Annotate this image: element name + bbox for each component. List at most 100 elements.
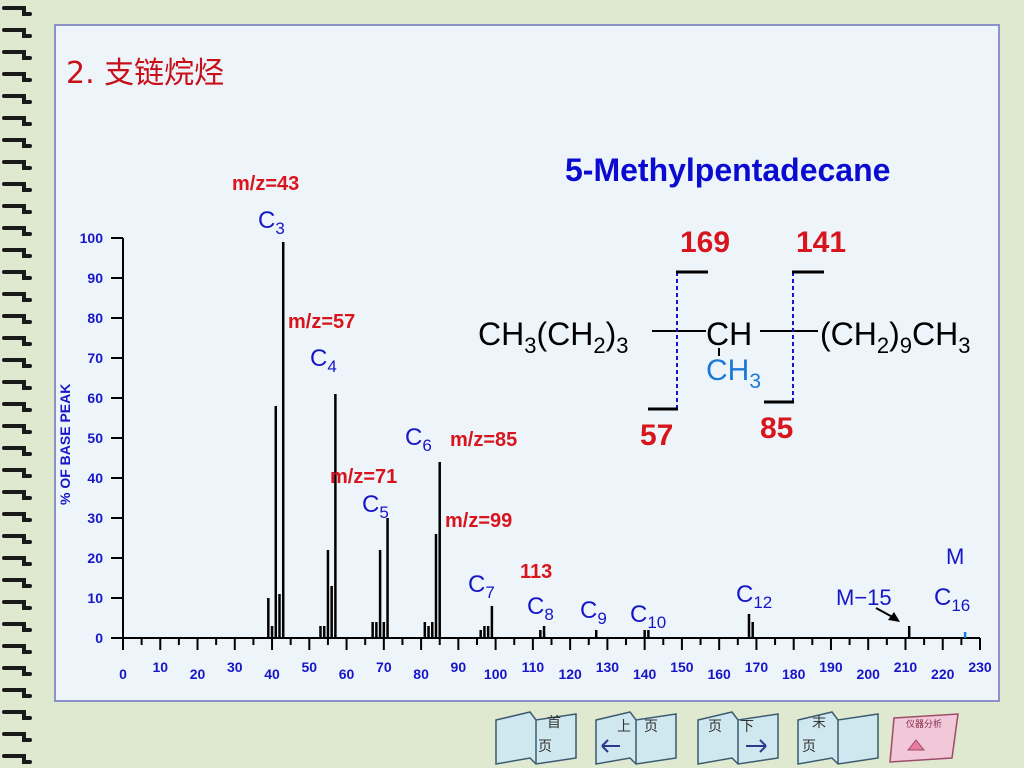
peak-annotation: M−15 [836,585,892,610]
binding-ring [2,556,32,566]
peak-annotation: m/z=71 [330,466,397,488]
peak-annotation: C10 [630,601,666,632]
binding-ring [2,710,32,720]
content-panel [54,24,1000,702]
svg-text:CH3(CH2)3: CH3(CH2)3 [478,316,629,358]
nav-last-label-1: 末 [812,715,826,731]
nav-next-label-1: 页 [708,719,722,735]
y-tick-label: 70 [87,350,103,366]
cleavage-169: 169 [680,226,730,259]
y-tick-label: 40 [87,470,103,486]
binding-ring [2,314,32,324]
formula-left-a: CH [478,316,524,352]
peak-annotation: C9 [580,597,607,628]
binding-ring [2,94,32,104]
home-icon [906,739,926,751]
x-tick-label: 10 [152,659,168,675]
binding-ring [2,292,32,302]
cleavage-141: 141 [796,226,846,259]
binding-ring [2,358,32,368]
formula-left-f: 3 [616,333,628,358]
x-tick-label: 120 [558,666,582,682]
binding-ring [2,50,32,60]
binding-ring [2,72,32,82]
formula-right-f: 3 [958,333,970,358]
formula-right-a: (CH [820,316,877,352]
cleavage-57: 57 [640,419,673,452]
x-tick-label: 200 [857,666,881,682]
x-tick-label: 30 [227,659,243,675]
binding-ring [2,644,32,654]
binding-ring [2,534,32,544]
formula-right-b: 2 [877,333,889,358]
peak-annotation: C5 [362,491,389,522]
branch-a: CH [706,354,749,387]
x-tick-label: 210 [894,659,918,675]
binding-ring [2,666,32,676]
nav-prev-button[interactable] [590,706,682,766]
nav-next-button[interactable] [692,706,784,766]
nav-first-button[interactable] [490,706,582,766]
svg-text:(CH2)9CH3: (CH2)9CH3 [820,316,971,358]
binding-ring [2,688,32,698]
binding-ring [2,116,32,126]
peak-annotation: C3 [258,207,285,238]
nav-prev-label-2: 页 [644,719,658,735]
x-tick-label: 20 [190,666,206,682]
peak-annotation: C8 [527,593,554,624]
peak-annotation: C7 [468,571,495,602]
y-tick-label: 60 [87,390,103,406]
binding-ring [2,446,32,456]
formula-right-e: CH [912,316,958,352]
binding-ring [2,270,32,280]
y-tick-label: 80 [87,310,103,326]
peak-annotation: C4 [310,345,337,376]
nav-last-button[interactable] [792,706,884,766]
peak-annotation: C16 [934,584,970,615]
binding-ring [2,622,32,632]
x-tick-label: 170 [745,659,769,675]
binding-ring [2,402,32,412]
y-tick-label: 30 [87,510,103,526]
x-tick-label: 80 [413,666,429,682]
formula-right-d: 9 [900,333,912,358]
x-tick-label: 230 [968,659,992,675]
binding-ring [2,424,32,434]
x-tick-label: 70 [376,659,392,675]
y-tick-label: 20 [87,550,103,566]
peak-annotation: 113 [520,561,552,583]
binding-ring [2,732,32,742]
nav-home-button[interactable] [886,706,966,766]
binding-ring [2,226,32,236]
binding-ring [2,380,32,390]
x-tick-label: 90 [451,659,467,675]
peak-annotation: m/z=85 [450,429,517,451]
nav-next-label-2: 下 [740,719,754,735]
binding-ring [2,336,32,346]
binding-ring [2,160,32,170]
y-tick-label: 50 [87,430,103,446]
y-tick-label: 10 [87,590,103,606]
formula-center: CH [706,316,752,352]
nav-prev-label-1: 上 [617,719,631,735]
y-tick-label: 100 [80,230,104,246]
x-tick-label: 110 [522,659,545,675]
binding-ring [2,512,32,522]
peak-annotation: m/z=57 [288,311,355,333]
nav-first-label-2: 页 [538,739,552,755]
binding-ring [2,138,32,148]
binding-ring [2,468,32,478]
peak-annotation: M [946,544,964,569]
x-tick-label: 50 [302,659,318,675]
binding-ring [2,28,32,38]
arrow-left-icon [601,739,620,753]
arrow-right-icon [746,739,767,753]
x-tick-label: 190 [819,659,843,675]
y-tick-label: 0 [95,630,103,646]
x-tick-label: 100 [484,666,508,682]
compound-name: 5-Methylpentadecane [565,152,891,188]
formula-left-b: 3 [524,333,536,358]
x-tick-label: 220 [931,666,955,682]
